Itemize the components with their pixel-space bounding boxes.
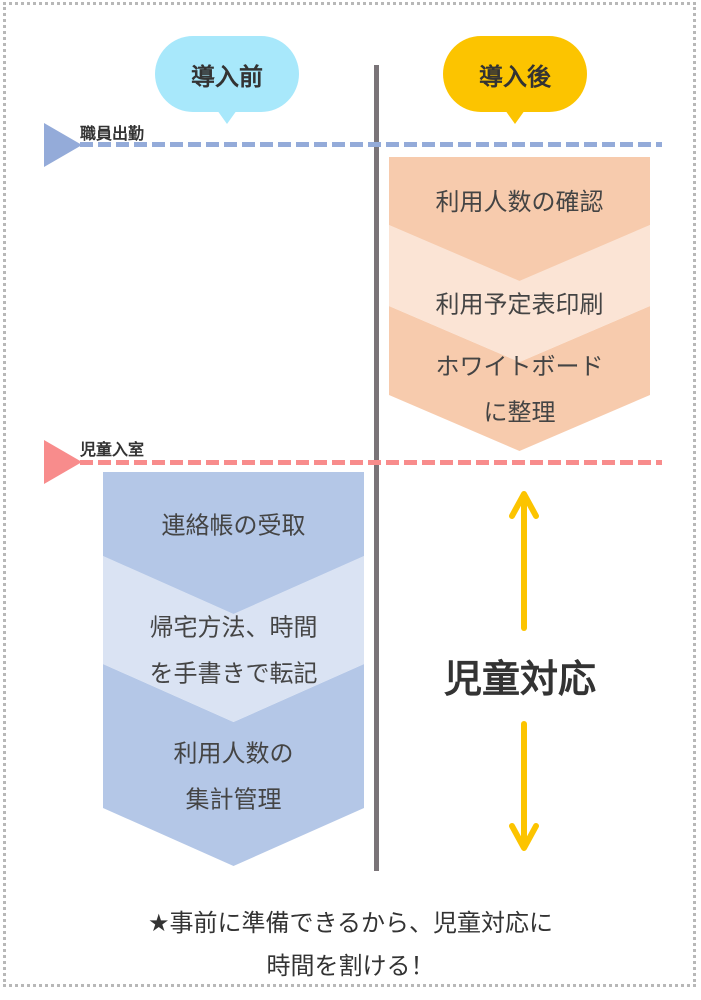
- child-arrival-line: [80, 460, 662, 465]
- child-care-label: 児童対応: [405, 648, 635, 703]
- staff-arrival-label: 職員出勤: [80, 124, 145, 143]
- dotted-frame: [3, 2, 696, 987]
- staff-arrival-triangle-icon: [44, 123, 82, 167]
- child-arrival-label: 児童入室: [80, 440, 145, 459]
- staff-arrival-line: [80, 142, 662, 147]
- column-divider: [374, 65, 379, 871]
- footer-line-2: 時間を割ける！: [266, 952, 435, 980]
- footer-line-1: ★事前に準備できるから、児童対応に: [147, 909, 554, 937]
- before-column-label: 導入前: [155, 36, 299, 124]
- after-column-label: 導入後: [443, 36, 587, 124]
- child-arrival-triangle-icon: [44, 440, 82, 484]
